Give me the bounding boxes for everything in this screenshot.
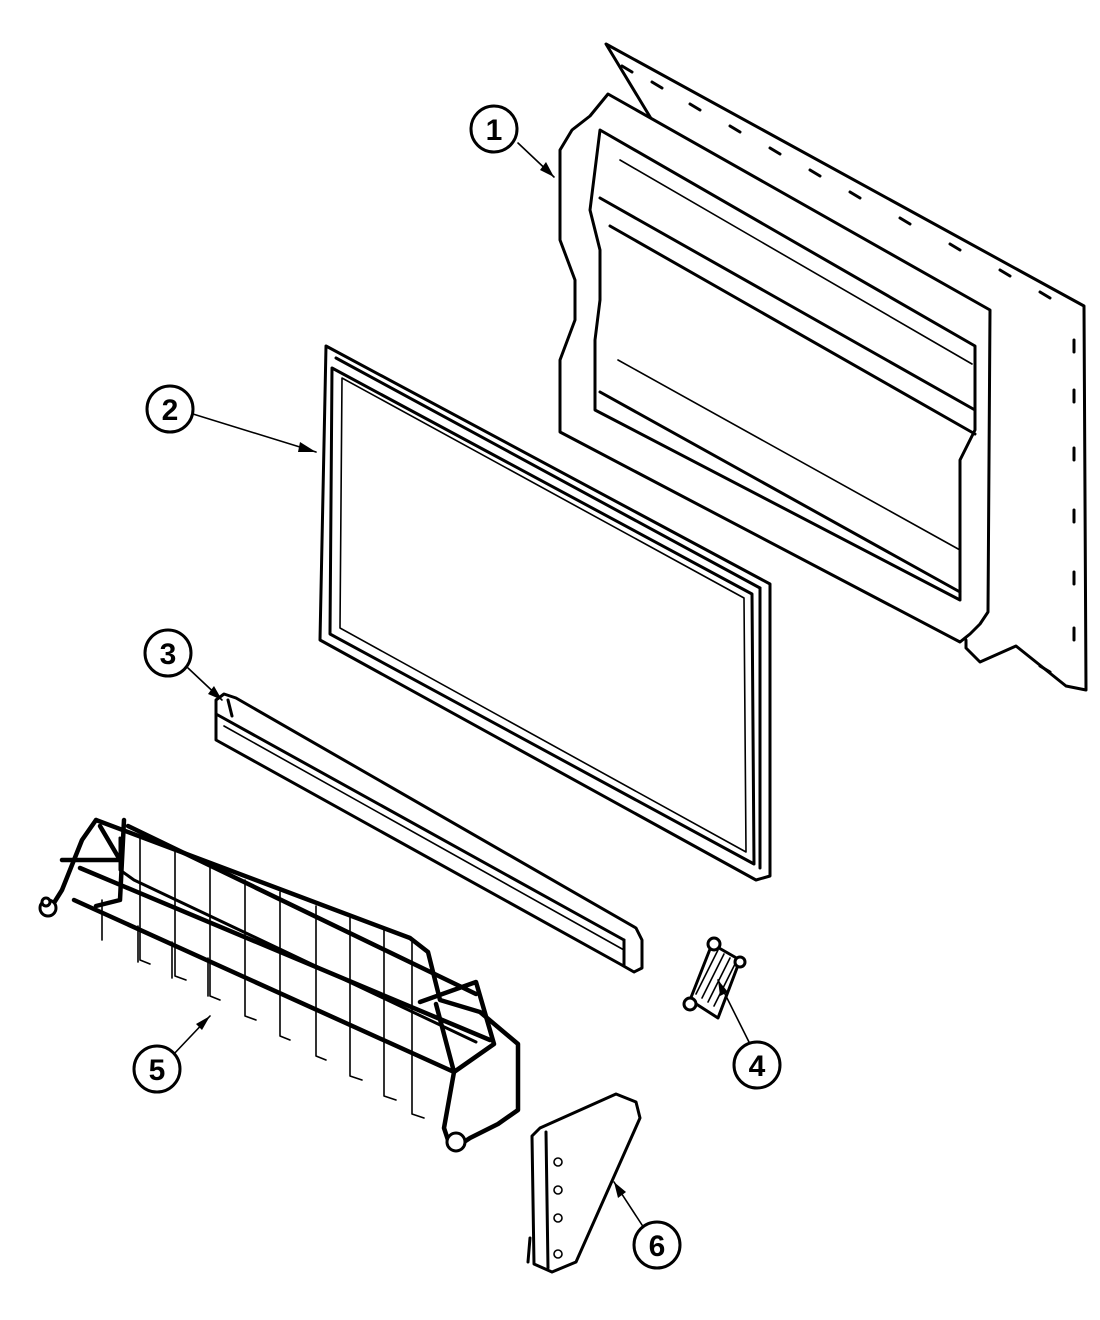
liner-flange-holes: [620, 64, 1076, 674]
callout-1: 1: [469, 104, 555, 178]
callout-6-label: 6: [649, 1230, 666, 1263]
callout-5: 5: [132, 1015, 211, 1094]
callout-4: 4: [717, 979, 782, 1090]
callout-1-label: 1: [486, 114, 503, 147]
callout-3-label: 3: [160, 638, 177, 671]
basket-wires: [101, 837, 425, 1119]
part-wire-basket: [38, 817, 521, 1153]
part-bracket: [526, 1092, 642, 1274]
callout-3: 3: [143, 628, 223, 701]
part-clip: [682, 936, 747, 1020]
part-door-liner: [558, 42, 1088, 692]
callout-5-label: 5: [149, 1054, 166, 1087]
callout-6: 6: [613, 1181, 682, 1270]
part-door-gasket: [318, 344, 772, 882]
part-shelf-bar: [214, 692, 644, 974]
callout-2-label: 2: [162, 394, 179, 427]
callout-4-label: 4: [749, 1050, 766, 1083]
callout-2: 2: [145, 384, 317, 453]
